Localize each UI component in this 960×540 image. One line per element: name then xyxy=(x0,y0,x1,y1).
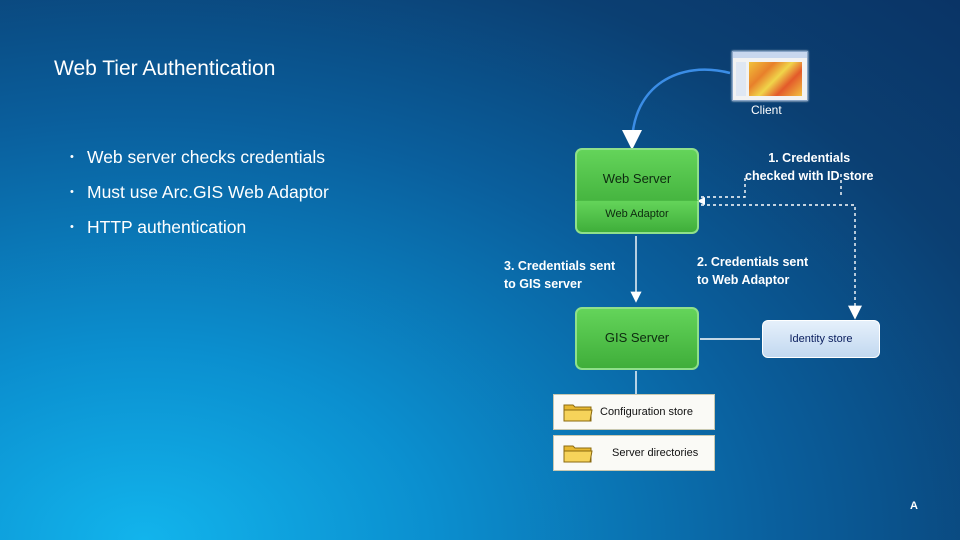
configuration-store-label: Configuration store xyxy=(600,406,693,418)
corner-mark: A xyxy=(910,500,918,512)
configuration-store-box: Configuration store xyxy=(553,394,715,430)
id-check-arrow xyxy=(701,176,746,198)
web-adaptor-box: Web Adaptor xyxy=(575,200,699,234)
gis-server-box: GIS Server xyxy=(575,307,699,370)
folder-icon xyxy=(563,404,593,422)
folder-icon xyxy=(563,445,593,463)
bullet-item: Web server checks credentials xyxy=(70,146,329,181)
step2-note: 2. Credentials sent to Web Adaptor xyxy=(697,255,809,287)
client-label: Client xyxy=(751,103,782,117)
bullet-item: HTTP authentication xyxy=(70,216,329,251)
step3-note: 3. Credentials sent to GIS server xyxy=(504,259,616,291)
bullet-item: Must use Arc.GIS Web Adaptor xyxy=(70,181,329,216)
step1-note: 1. Credentials checked with ID store xyxy=(745,151,874,183)
slide-title: Web Tier Authentication xyxy=(54,57,276,80)
identity-store-label: Identity store xyxy=(789,333,853,345)
bullet-list: Web server checks credentials Must use A… xyxy=(70,146,329,251)
web-adaptor-label: Web Adaptor xyxy=(605,208,669,220)
identity-store-box: Identity store xyxy=(762,320,880,358)
server-directories-box: Server directories xyxy=(553,435,715,471)
id-return-arrowhead xyxy=(697,197,705,205)
gis-server-label: GIS Server xyxy=(604,330,670,345)
client-request-arrow xyxy=(622,68,731,150)
client-screen-icon xyxy=(732,51,808,101)
server-directories-label: Server directories xyxy=(612,447,699,459)
web-server-label: Web Server xyxy=(602,171,672,186)
